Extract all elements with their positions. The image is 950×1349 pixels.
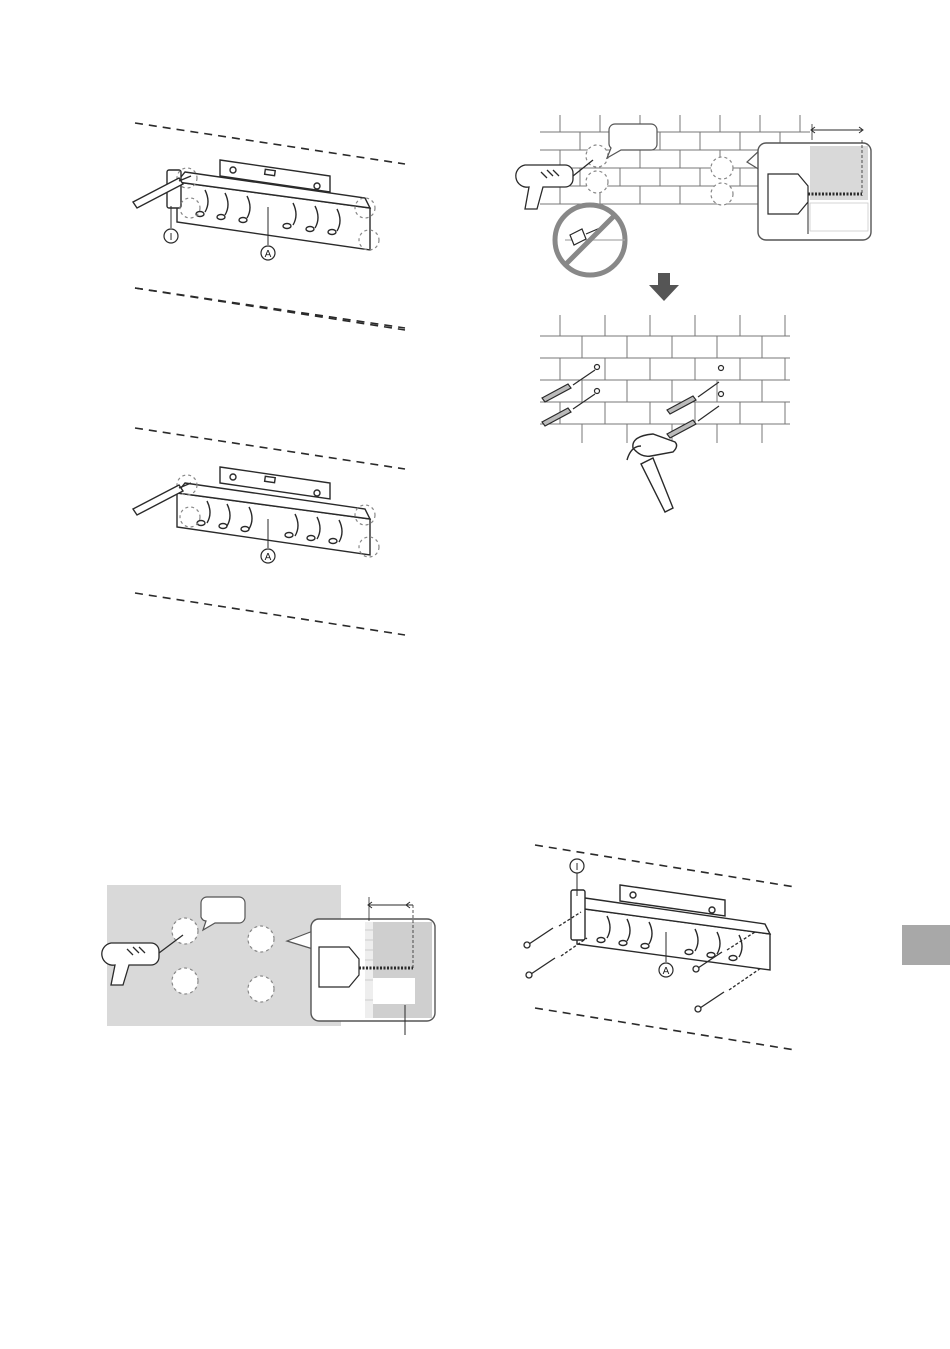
figure-bracket-level: A bbox=[125, 415, 415, 645]
figure-brick-drilling bbox=[515, 110, 875, 285]
figure-anchors-hammer bbox=[535, 310, 795, 520]
callout-i: I bbox=[576, 862, 579, 873]
callout-a: A bbox=[265, 552, 272, 563]
drill-icon bbox=[516, 160, 593, 209]
callout-a: A bbox=[265, 249, 272, 260]
bracket-a bbox=[177, 483, 370, 555]
anchors bbox=[542, 365, 724, 439]
figure-bracket-stoppers: I A bbox=[125, 110, 415, 270]
callout-a: A bbox=[663, 966, 670, 977]
figure-drywall-drilling bbox=[107, 885, 437, 1035]
no-drill-symbol bbox=[555, 205, 625, 275]
section-side-tab bbox=[902, 925, 950, 965]
callout-i: I bbox=[170, 232, 173, 243]
speech-bubble bbox=[607, 124, 657, 158]
guide-line-top bbox=[135, 428, 405, 469]
guide-line-top bbox=[135, 123, 405, 164]
figure-bracket-screwing: I A bbox=[515, 840, 805, 1055]
guide-line-bottom bbox=[535, 1008, 795, 1050]
brick-wall bbox=[540, 315, 790, 446]
figure-bracket-stoppers-guide bbox=[125, 280, 415, 340]
hammer-icon bbox=[627, 434, 677, 512]
zoom-callout bbox=[747, 124, 871, 240]
guide-line-bottom bbox=[135, 593, 405, 635]
arrow-down-icon bbox=[649, 273, 679, 301]
